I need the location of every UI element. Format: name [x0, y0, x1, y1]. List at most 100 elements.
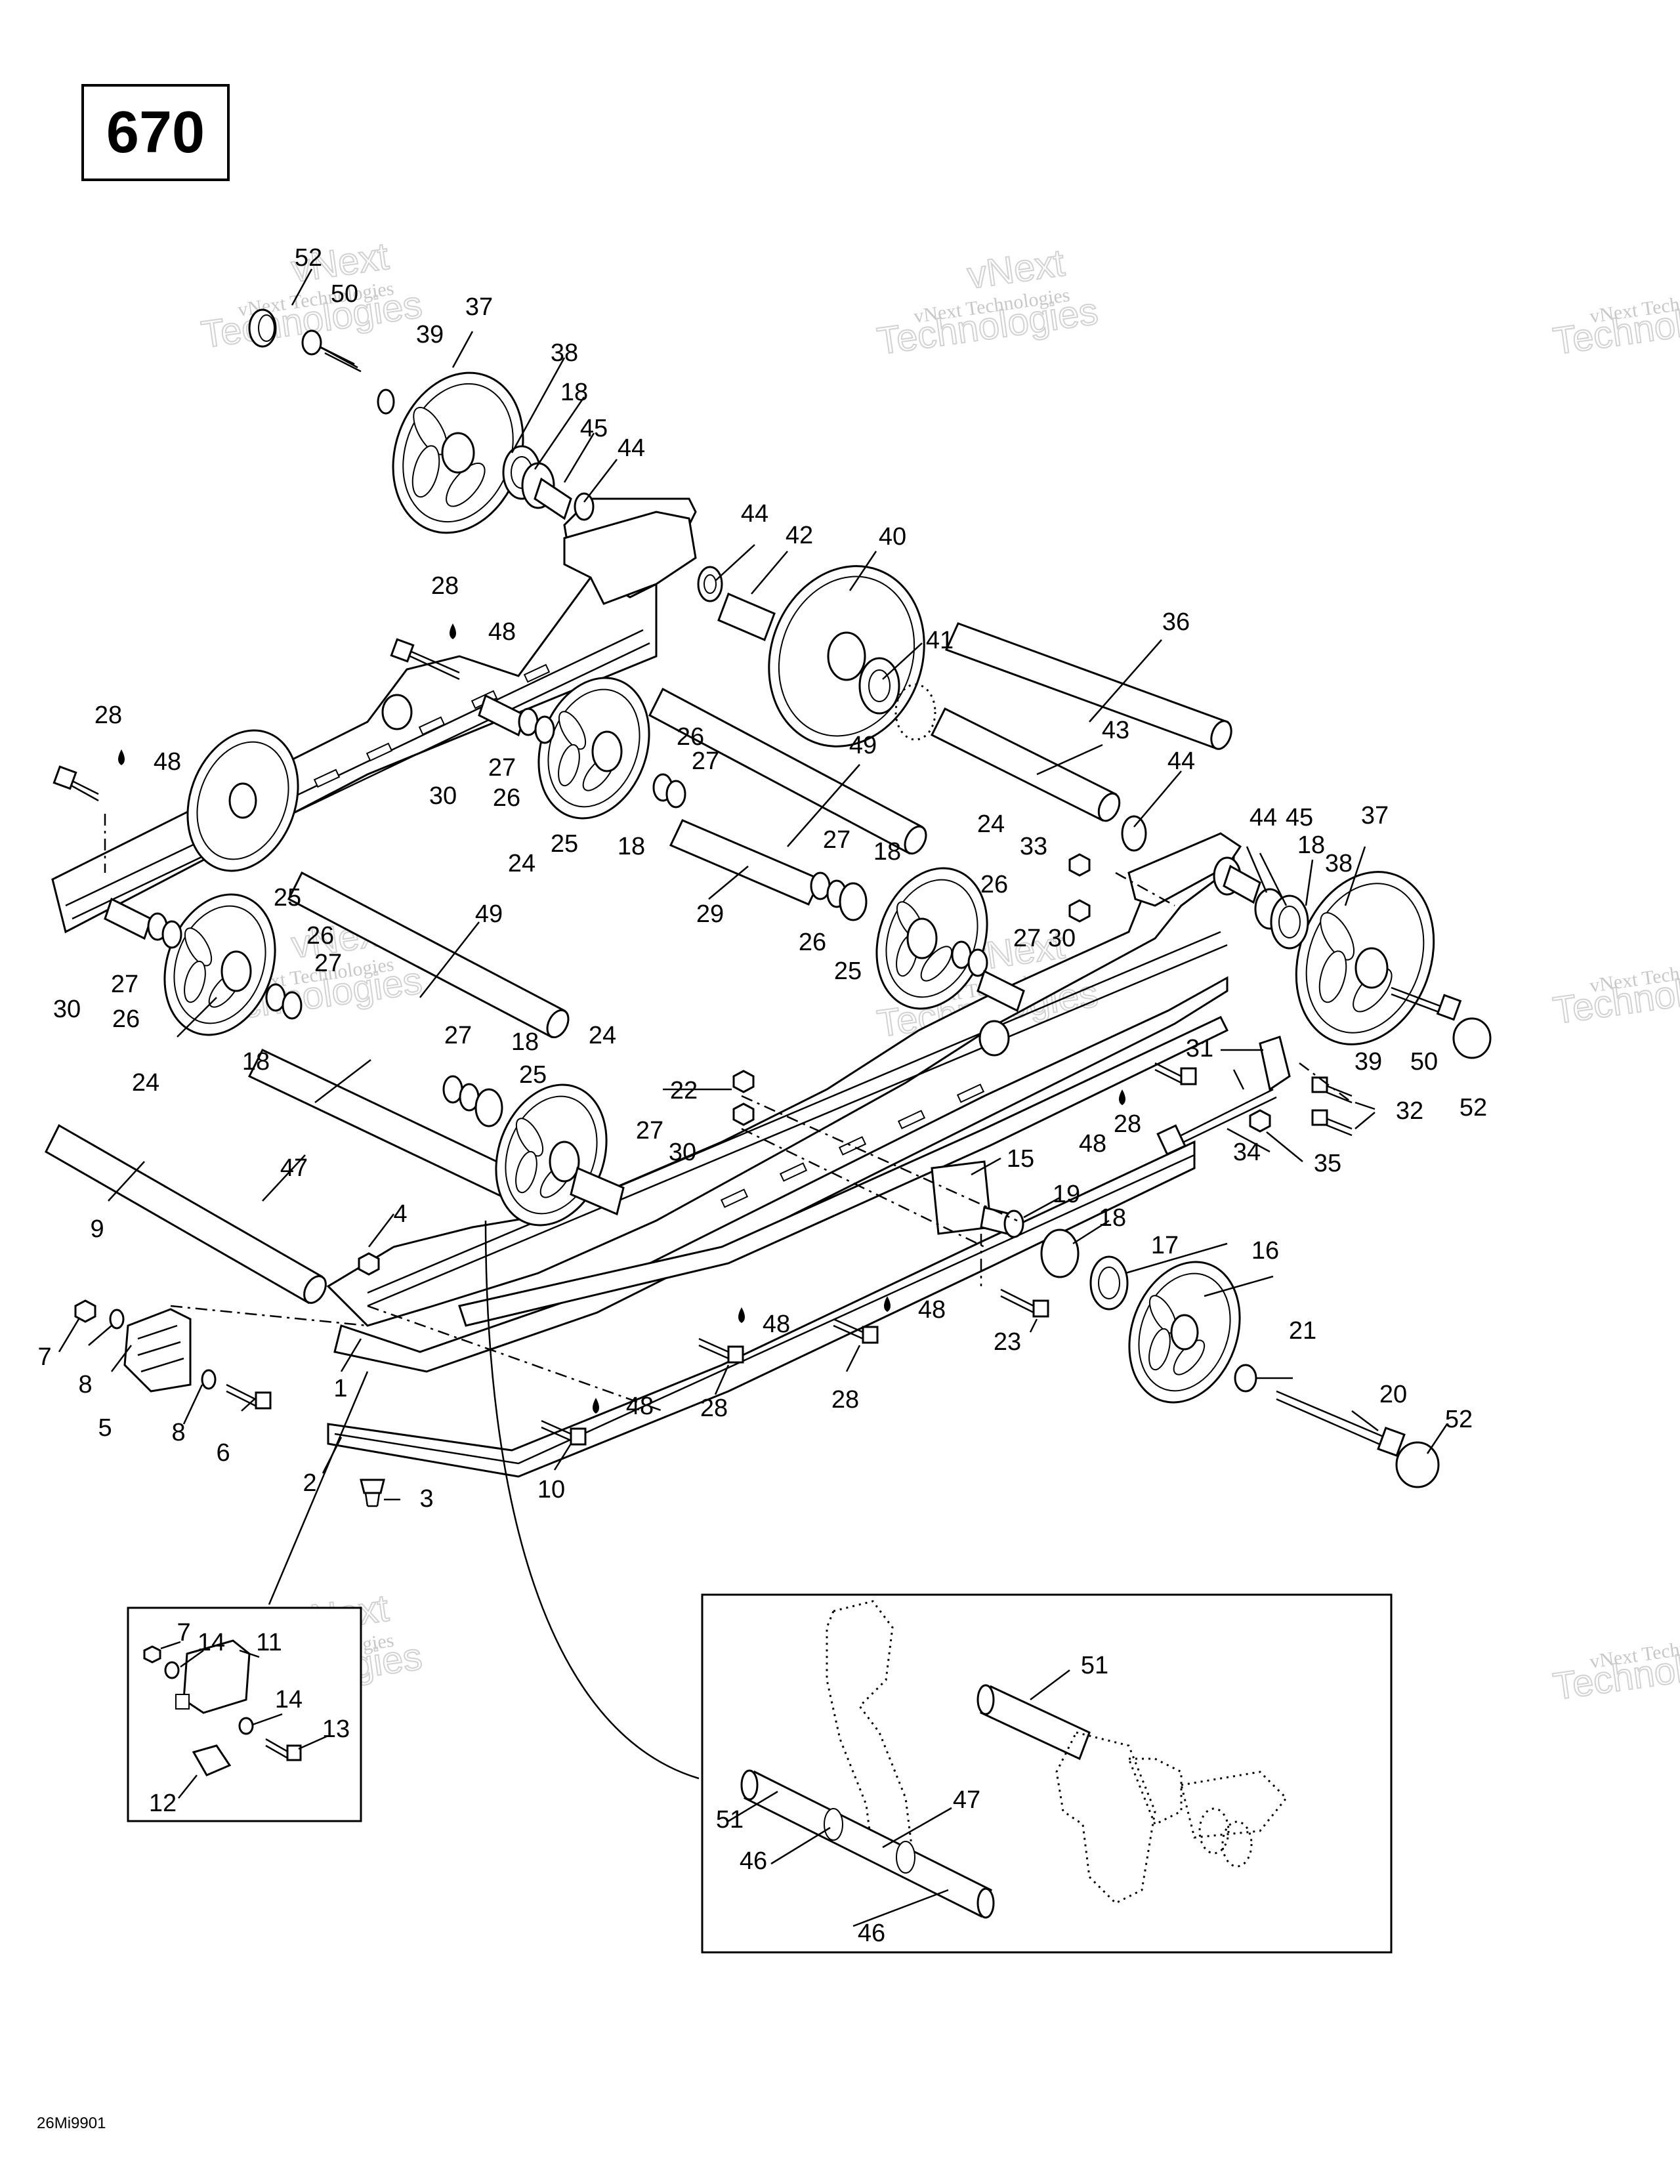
callout-34: 34: [1233, 1139, 1261, 1166]
callout-27g: 27: [636, 1117, 663, 1144]
callout-25c: 25: [834, 957, 862, 985]
callout-48b: 48: [154, 748, 181, 776]
nut-4: [358, 1252, 380, 1276]
callouts: 1 2 3 4 5 6 7 8 8 9 10 11 12 13 14 14 7 …: [37, 244, 1487, 1947]
drop-48: [118, 749, 125, 765]
callout-30b: 30: [53, 996, 81, 1023]
washer-8: [201, 1369, 217, 1390]
callout-48f: 48: [626, 1393, 654, 1420]
shafts: [45, 593, 1232, 1305]
callout-5: 5: [98, 1414, 112, 1442]
wheel-37-top: [392, 371, 524, 534]
callout-52-bottom: 52: [1445, 1406, 1473, 1433]
callout-38-front: 38: [1325, 850, 1353, 877]
nut-35: [1249, 1109, 1271, 1133]
callout-2: 2: [303, 1469, 316, 1497]
right-rail-slots: [720, 1083, 985, 1208]
callout-32: 32: [1396, 1097, 1423, 1125]
nut-33: [1068, 899, 1091, 923]
arm-detail-box: [701, 1593, 1393, 1954]
callout-18d: 18: [1297, 831, 1325, 859]
callout-52-top: 52: [295, 244, 322, 272]
stopper-detail-box: [127, 1606, 362, 1822]
shaft-49-lower: [287, 871, 570, 1039]
callout-50-top: 50: [331, 280, 358, 308]
bracket-dotted: [1055, 1731, 1156, 1904]
slide-runner: [327, 1016, 1229, 1478]
page-number: 670: [106, 99, 205, 165]
callout-40: 40: [879, 523, 906, 551]
callout-3: 3: [419, 1485, 433, 1513]
callout-26a: 26: [493, 784, 520, 812]
rail-slots: [313, 663, 551, 788]
callout-9: 9: [90, 1215, 104, 1243]
callout-16: 16: [1251, 1237, 1279, 1265]
callout-28a: 28: [431, 572, 459, 600]
callout-15: 15: [1007, 1145, 1034, 1173]
callout-28e: 28: [831, 1386, 859, 1414]
callout-24a: 24: [508, 850, 536, 877]
callout-27e: 27: [823, 826, 850, 854]
leader-lines: [58, 268, 1448, 1780]
callout-29: 29: [696, 900, 724, 928]
callout-47-detail: 47: [953, 1786, 980, 1814]
nut-7-detail: [143, 1645, 161, 1664]
callout-30d: 30: [1048, 925, 1076, 952]
bolt-28-upper: [406, 648, 460, 681]
callout-27a: 27: [488, 754, 516, 782]
callout-11: 11: [256, 1629, 282, 1656]
shaft-36: [944, 622, 1232, 750]
callout-26b: 26: [677, 723, 704, 751]
bolt-28-lower: [833, 1318, 864, 1340]
bearing-41: [858, 657, 900, 715]
bolt-28-front: [1154, 1062, 1182, 1084]
callout-45-front: 45: [1286, 804, 1313, 831]
spacers-and-rings: [104, 694, 1309, 1216]
screw-3: [360, 1479, 385, 1494]
callout-51a: 51: [716, 1806, 744, 1834]
nut-22: [732, 1070, 755, 1093]
bolt-10: [541, 1419, 572, 1442]
wheels: [163, 371, 1435, 1404]
callout-28b: 28: [94, 702, 122, 729]
callout-28c: 28: [1114, 1110, 1141, 1138]
callout-17: 17: [1151, 1232, 1179, 1259]
callout-44d: 44: [1250, 804, 1277, 831]
callout-18e: 18: [242, 1048, 270, 1076]
bolt-34: [1181, 1088, 1277, 1144]
callout-13: 13: [322, 1715, 350, 1743]
callout-1: 1: [333, 1375, 347, 1402]
callout-27c: 27: [111, 971, 138, 998]
axis-lines: [104, 814, 1353, 1412]
figure-code: 26Mi9901: [37, 2114, 106, 2132]
wheel-24-rear-left: [186, 729, 299, 872]
callout-27d: 27: [314, 950, 342, 977]
callout-39-top: 39: [416, 321, 444, 348]
callout-8: 8: [78, 1371, 92, 1398]
callout-18f: 18: [511, 1028, 539, 1056]
shaft-9: [45, 1124, 327, 1305]
callout-24b: 24: [132, 1069, 159, 1097]
stopper-5: [123, 1308, 192, 1393]
callout-27b: 27: [692, 747, 719, 775]
drop-48: [738, 1307, 745, 1323]
callout-27h: 27: [1013, 925, 1041, 952]
shaft-43: [930, 707, 1121, 822]
bracket-31: [1259, 1036, 1291, 1091]
spacer-42: [717, 593, 776, 641]
callout-44b: 44: [741, 500, 768, 528]
callout-51b: 51: [1081, 1652, 1108, 1679]
callout-31: 31: [1186, 1035, 1213, 1062]
callout-18c: 18: [873, 838, 901, 866]
retaining-ring-41: [894, 683, 936, 741]
callout-36: 36: [1162, 608, 1190, 636]
washer-44-right: [1121, 815, 1147, 852]
block-12: [192, 1744, 232, 1776]
callout-21: 21: [1289, 1317, 1316, 1345]
callout-48e: 48: [918, 1296, 946, 1324]
callout-37-top: 37: [465, 293, 493, 321]
bolt-50-front: [1391, 986, 1444, 1015]
callout-48d: 48: [763, 1311, 790, 1338]
callout-48c: 48: [1079, 1130, 1106, 1158]
washer-8: [109, 1309, 125, 1330]
